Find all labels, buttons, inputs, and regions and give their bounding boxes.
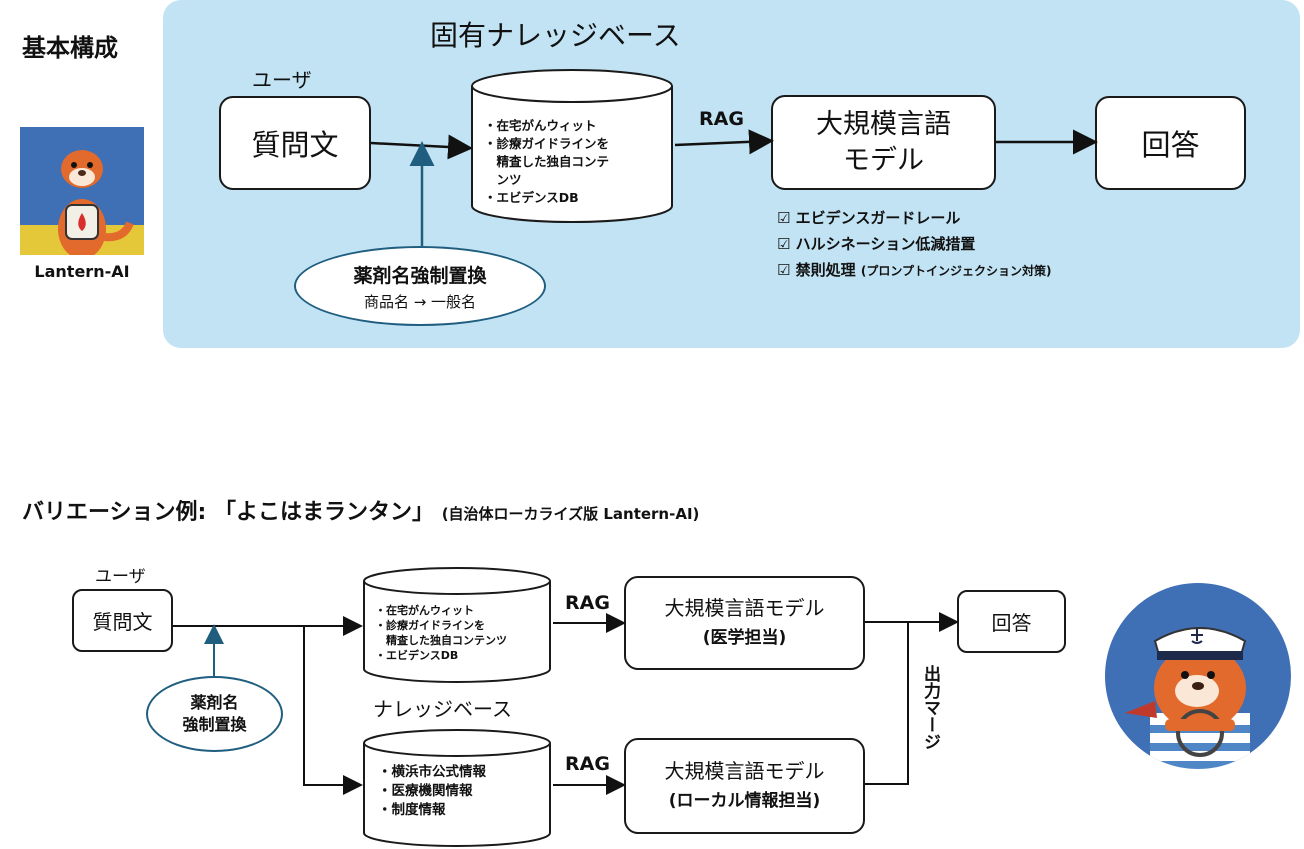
llm-medical-box: 大規模言語モデル (医学担当) [624,576,865,670]
drug-title: 薬剤名強制置換 [353,264,487,287]
drug-name-replace-ellipse-bottom: 薬剤名 強制置換 [146,676,283,752]
kb-item-list: ・在宅がんウィット ・診療ガイドラインを 精査した独自コンテ ンツ ・エビデンス… [484,117,609,207]
kb-item: 精査した独自コンテ [484,154,610,169]
logo-caption: Lantern-AI [34,262,130,281]
kb-item: ・エビデンスDB [375,649,459,662]
medical-kb-items: ・在宅がんウィット ・診療ガイドラインを 精査した独自コンテンツ ・エビデンスD… [375,603,507,663]
variation-heading-main: バリエーション例: 「よこはまランタン」 [22,500,435,525]
knowledge-base-label: ナレッジベース [373,697,512,721]
check-item-note: (プロンプトインジェクション対策) [860,264,1052,278]
llm-line: 大規模言語モデル [664,759,825,783]
kb-item: ・エビデンスDB [484,190,579,205]
drug-name-replace-ellipse: 薬剤名強制置換 商品名 → 一般名 [294,246,546,326]
kb-item: ・在宅がんウィット [484,118,597,133]
kb-item: ・横浜市公式情報 [378,764,486,780]
llm-line: モデル [843,144,924,176]
llm-line: 大規模言語モデル [664,596,825,620]
llm-box: 大規模言語 モデル [771,95,996,190]
drug-line: 薬剤名 [190,693,239,712]
knowledge-base-title: 固有ナレッジベース [430,19,681,52]
output-merge-label: 出力マージ [920,665,940,750]
kb-item: ・医療機関情報 [378,783,473,799]
llm-line: 大規模言語 [816,108,951,140]
section-heading-variation: バリエーション例: 「よこはまランタン」 (自治体ローカライズ版 Lantern… [22,494,699,526]
rag-label-2: RAG [565,753,610,775]
otter-sailor-icon [1105,583,1291,769]
llm-local-box: 大規模言語モデル (ローカル情報担当) [624,738,865,834]
question-box-bottom: 質問文 [72,589,173,652]
kb-item: ・診療ガイドラインを [375,619,485,632]
llm-line: (ローカル情報担当) [668,791,821,811]
user-label: ユーザ [252,68,312,92]
answer-text: 回答 [1141,128,1200,162]
rag-label-1: RAG [565,592,610,614]
drug-line: 強制置換 [182,715,247,734]
local-kb-cylinder [363,729,551,847]
kb-item: ・診療ガイドラインを [484,136,610,151]
medical-kb-cylinder [363,567,551,683]
check-item: ☑ ハルシネーション低減措置 [777,235,976,253]
kb-item: ・制度情報 [378,802,446,818]
local-kb-items: ・横浜市公式情報 ・医療機関情報 ・制度情報 [378,763,486,820]
rag-label: RAG [699,108,744,130]
otter-lantern-icon [20,127,144,259]
question-text: 質問文 [92,610,153,634]
answer-text: 回答 [991,611,1032,635]
check-item: ☑ 禁則処理 (プロンプトインジェクション対策) [777,259,1052,280]
question-text: 質問文 [251,128,339,162]
kb-item: ンツ [484,172,522,187]
answer-box: 回答 [1095,96,1246,190]
kb-item: 精査した独自コンテンツ [375,634,507,647]
variation-heading-note: (自治体ローカライズ版 Lantern-AI) [441,505,700,523]
question-box: 質問文 [219,96,371,190]
check-item: ☑ エビデンスガードレール [777,209,961,227]
answer-box-bottom: 回答 [957,590,1066,653]
knowledge-base-cylinder [471,69,673,223]
section-heading-basic: 基本構成 [22,34,118,62]
check-item-text: ☑ 禁則処理 [777,261,856,279]
kb-item: ・在宅がんウィット [375,604,474,617]
user-label-bottom: ユーザ [95,567,146,587]
drug-sub: 商品名 → 一般名 [363,292,477,311]
llm-line: (医学担当) [702,628,787,648]
